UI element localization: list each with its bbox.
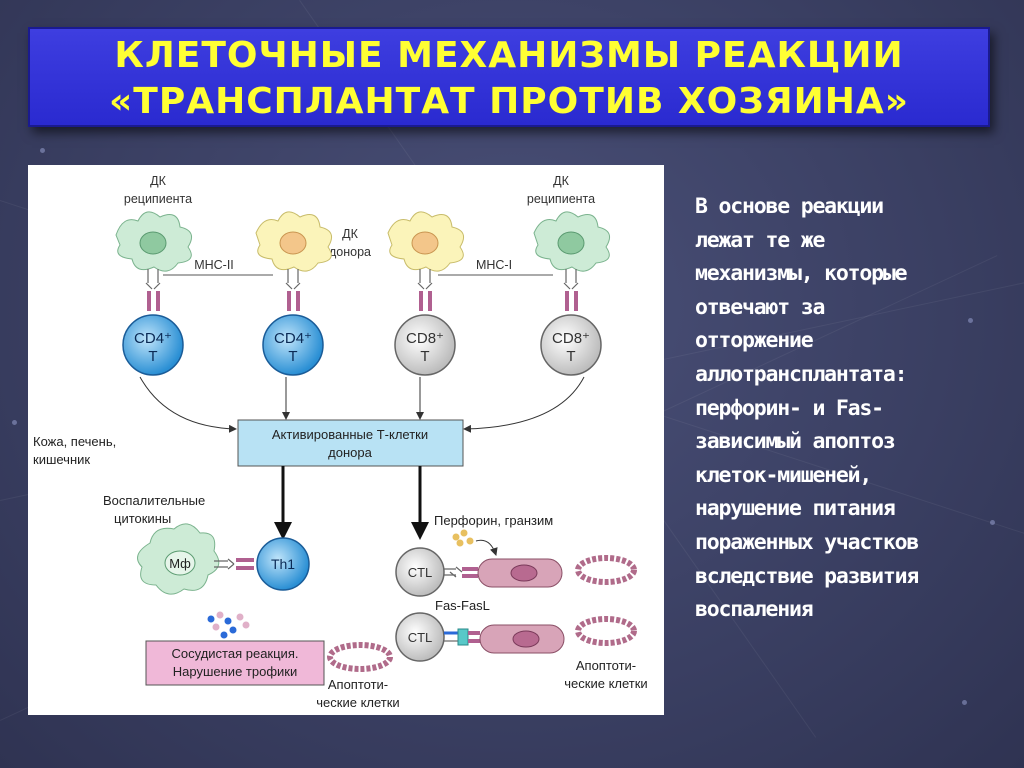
ctl1-label: CTL — [408, 565, 433, 580]
cd4-t-cell-right: CD4⁺ T — [262, 314, 324, 376]
gvhd-diagram: ДК реципиента ДК реципиента ДК донора MH… — [28, 165, 664, 715]
explanation-line: отвечают за — [695, 294, 825, 320]
activated-label-1: Активированные Т-клетки — [272, 427, 428, 442]
slide-title: КЛЕТОЧНЫЕ МЕХАНИЗМЫ РЕАКЦИИ «ТРАНСПЛАНТА… — [28, 27, 990, 127]
ctl2-label: CTL — [408, 630, 433, 645]
dc-donor-label-2: донора — [329, 245, 371, 259]
perforin-label: Перфорин, гранзим — [434, 513, 553, 528]
mf-th1-receptor — [236, 558, 254, 570]
cd8-t-cell-right: CD8⁺ T — [540, 314, 602, 376]
dc-donor-right — [387, 211, 465, 272]
effector-arrows — [274, 466, 429, 540]
dc-recipient-right — [533, 211, 611, 272]
target-cell-2 — [479, 624, 565, 654]
dc-recipient-right-label-2: реципиента — [527, 192, 595, 206]
ctl1-receptor — [462, 567, 478, 578]
explanation-line: воспаления — [695, 597, 814, 623]
cd4-t-cell-left: CD4⁺ T — [122, 314, 184, 376]
macrophage: Мф — [137, 523, 220, 595]
cd8-t-cell-left: CD8⁺ T — [394, 314, 456, 376]
apoptotic-cell-right-1 — [575, 555, 637, 585]
apoptotic-cell-left — [327, 642, 393, 672]
ctl1-connector — [444, 566, 463, 578]
activated-label-2: донора — [328, 445, 372, 460]
activation-arrows — [139, 376, 585, 433]
activated-t-cells-box — [237, 419, 464, 467]
apoptotic-left-label-2: ческие клетки — [316, 695, 399, 710]
dc-donor-label-1: ДК — [342, 227, 358, 241]
explanation-line: лежат те же — [695, 227, 825, 253]
cd4-left-label-2: T — [148, 348, 157, 365]
explanation-line: отторжение — [695, 328, 814, 354]
apoptotic-left-label-1: Апоптоти- — [328, 677, 388, 692]
explanation-line: зависимый апоптоз — [695, 429, 896, 455]
th1-cell: Th1 — [256, 537, 310, 591]
cd8-left-label-1: CD8⁺ — [406, 330, 444, 347]
dc-recipient-left-label-1: ДК — [150, 174, 166, 188]
dc-donor-left — [255, 211, 333, 272]
explanation-line: нарушение питания — [695, 496, 896, 522]
cd8-right-label-1: CD8⁺ — [552, 330, 590, 347]
vascular-reaction-box — [145, 640, 325, 686]
dc-recipient-left-label-2: реципиента — [124, 192, 192, 206]
ctl-cell-perforin: CTL — [395, 547, 445, 597]
organs-label-1: Кожа, печень, — [33, 434, 116, 449]
vascular-label-2: Нарушение трофики — [173, 664, 297, 679]
apoptotic-cell-right-2 — [575, 616, 637, 646]
explanation-line: клеток-мишеней, — [695, 462, 872, 488]
cytokine-dots — [207, 611, 250, 639]
mf-th1-connector — [214, 558, 235, 570]
cd8-right-label-2: T — [566, 348, 575, 365]
mhc1-label: MHC-I — [476, 258, 512, 272]
receptor-connectors — [145, 269, 579, 290]
perforin-granules — [452, 529, 474, 547]
cytokines-label-1: Воспалительные — [103, 493, 205, 508]
explanation-line: механизмы, которые — [695, 261, 908, 287]
explanation-line: В основе реакции — [695, 194, 884, 219]
explanation-line: вследствие развития — [695, 563, 919, 589]
ctl-cell-fasl: CTL — [395, 612, 445, 662]
cytokines-label-2: цитокины — [114, 511, 171, 526]
cd4-right-label-2: T — [288, 348, 297, 365]
tcr-receptors — [147, 291, 578, 311]
mf-label: Мф — [169, 556, 191, 571]
explanation-line: пораженных участков — [695, 529, 919, 555]
vascular-label-1: Сосудистая реакция. — [172, 646, 299, 661]
mhc2-label: MHC-II — [194, 258, 234, 272]
title-line-2: «ТРАНСПЛАНТАТ ПРОТИВ ХОЗЯИНА» — [109, 81, 909, 122]
perforin-arrow — [475, 539, 498, 556]
organs-label-2: кишечник — [33, 452, 90, 467]
explanation-text: В основе реакции лежат те же механизмы, … — [695, 190, 1015, 627]
cd4-right-label-1: CD4⁺ — [274, 330, 312, 347]
explanation-line: аллотрансплантата: — [695, 361, 908, 387]
dc-recipient-left — [115, 211, 193, 272]
cd4-left-label-1: CD4⁺ — [134, 330, 172, 347]
explanation-line: перфорин- и Fas- — [695, 395, 884, 421]
th1-label: Th1 — [271, 556, 295, 572]
dc-recipient-right-label-1: ДК — [553, 174, 569, 188]
title-line-1: КЛЕТОЧНЫЕ МЕХАНИЗМЫ РЕАКЦИИ — [114, 35, 904, 76]
ctl2-connector — [444, 628, 480, 646]
cd8-left-label-2: T — [420, 348, 429, 365]
fasl-label: Fas-FasL — [435, 598, 490, 613]
target-cell-1 — [477, 558, 563, 588]
apoptotic-right-label-1: Апоптоти- — [576, 658, 636, 673]
apoptotic-right-label-2: ческие клетки — [564, 676, 647, 691]
